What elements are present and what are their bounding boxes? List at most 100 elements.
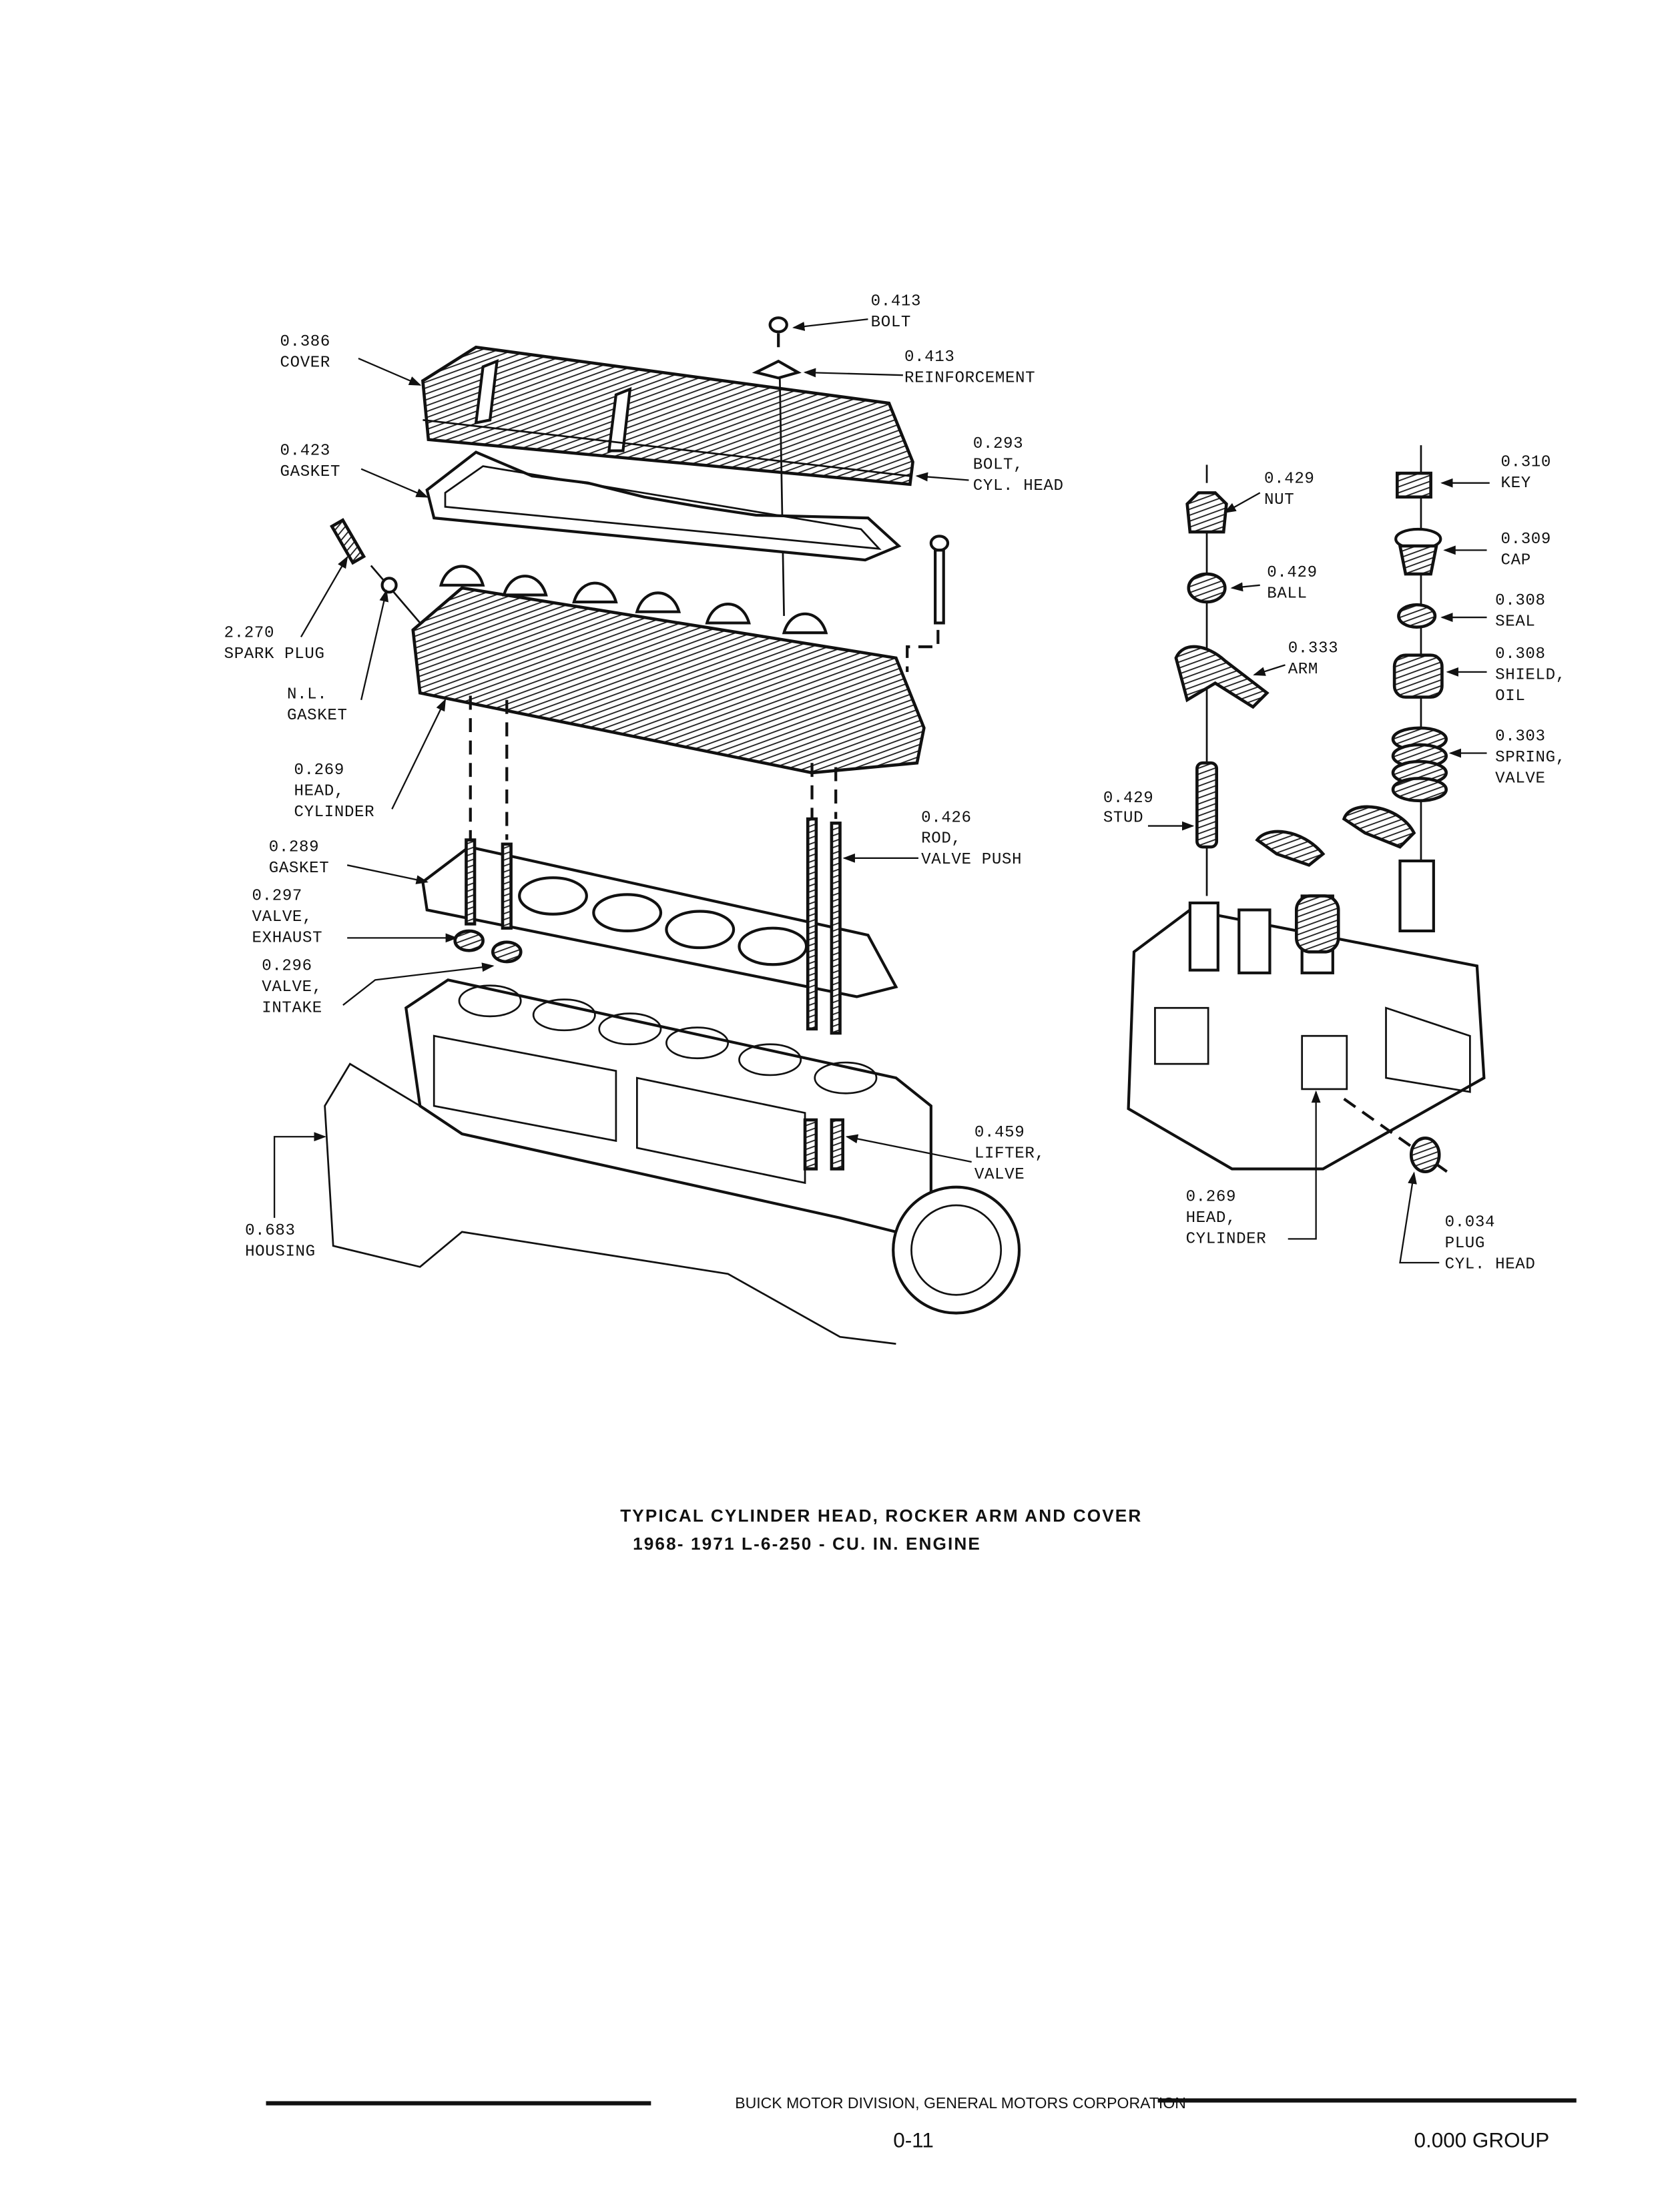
svg-text:VALVE,: VALVE, (252, 908, 313, 926)
page-number: 0-11 (893, 2129, 934, 2152)
bolt-top (752, 316, 802, 616)
svg-text:HEAD,: HEAD, (294, 782, 344, 800)
part-label-stud: 0.429 STUD (1103, 790, 1154, 827)
part-label-bolt-cyl-head: 0.293 BOLT, CYL. HEAD (973, 435, 1064, 495)
leader-lines (273, 318, 1490, 1264)
svg-text:0.296: 0.296 (262, 958, 312, 976)
svg-text:CYLINDER: CYLINDER (294, 804, 374, 822)
part-label-plug-cyl-head: 0.034 PLUG CYL. HEAD (1445, 1213, 1535, 1273)
svg-text:SEAL: SEAL (1495, 613, 1535, 631)
part-label-lifter-valve: 0.459 LIFTER, VALVE (974, 1124, 1045, 1184)
svg-text:0.413: 0.413 (904, 348, 955, 366)
part-label-head-cylinder-right: 0.269 HEAD, CYLINDER (1186, 1189, 1267, 1249)
svg-text:0.293: 0.293 (973, 435, 1024, 453)
valve-spring (1391, 726, 1448, 803)
svg-text:PLUG: PLUG (1445, 1235, 1485, 1253)
cylinder-head (411, 565, 926, 775)
svg-text:0.308: 0.308 (1495, 645, 1546, 663)
svg-text:BALL: BALL (1267, 585, 1307, 603)
rocker-nut (1185, 491, 1228, 534)
rocker-ball (1187, 572, 1227, 604)
part-label-valve-exhaust: 0.297 VALVE, EXHAUST (252, 888, 323, 948)
svg-text:0.310: 0.310 (1501, 454, 1552, 472)
cover-gasket (425, 450, 902, 562)
svg-text:CAP: CAP (1501, 551, 1531, 569)
part-label-arm: 0.333 ARM (1288, 639, 1338, 679)
svg-text:NUT: NUT (1264, 491, 1294, 509)
svg-text:HEAD,: HEAD, (1186, 1209, 1237, 1227)
svg-text:0.269: 0.269 (1186, 1189, 1237, 1207)
figure-caption-title: TYPICAL CYLINDER HEAD, ROCKER ARM AND CO… (620, 1506, 1142, 1526)
svg-text:SPRING,: SPRING, (1495, 749, 1566, 767)
figure-caption-subtitle: 1968- 1971 L-6-250 - CU. IN. ENGINE (633, 1534, 981, 1554)
svg-text:BOLT: BOLT (871, 314, 911, 332)
svg-text:0.413: 0.413 (871, 292, 922, 310)
svg-text:0.308: 0.308 (1495, 592, 1546, 610)
svg-text:CYLINDER: CYLINDER (1186, 1231, 1267, 1249)
push-rods (465, 817, 842, 1035)
part-label-cover-gasket: 0.423 GASKET (280, 442, 341, 481)
svg-text:VALVE,: VALVE, (262, 978, 322, 996)
part-label-nl-gasket: N.L. GASKET (287, 686, 348, 725)
svg-text:OIL: OIL (1495, 687, 1525, 705)
part-label-head-gasket: 0.289 GASKET (269, 838, 329, 877)
svg-text:CYL. HEAD: CYL. HEAD (973, 477, 1064, 495)
svg-text:EXHAUST: EXHAUST (252, 930, 323, 948)
svg-text:0.426: 0.426 (921, 809, 972, 827)
part-label-reinforcement: 0.413 REINFORCEMENT (904, 348, 1035, 387)
svg-text:0.429: 0.429 (1103, 790, 1154, 808)
footer-publisher: BUICK MOTOR DIVISION, GENERAL MOTORS COR… (735, 2094, 1186, 2112)
valves (453, 929, 523, 964)
engine-block (324, 978, 1021, 1345)
part-label-head-cylinder-left: 0.269 HEAD, CYLINDER (294, 761, 374, 822)
rocker-stud (1195, 761, 1219, 849)
part-label-rod-valve-push: 0.426 ROD, VALVE PUSH (921, 809, 1022, 869)
svg-text:N.L.: N.L. (287, 686, 327, 704)
svg-text:0.429: 0.429 (1264, 471, 1315, 489)
part-label-cap: 0.309 CAP (1501, 531, 1551, 569)
rocker-cover (421, 345, 914, 487)
svg-text:0.423: 0.423 (280, 442, 330, 460)
svg-text:2.270: 2.270 (224, 624, 275, 642)
part-label-cover: 0.386 COVER (280, 333, 330, 372)
bolt-cyl-head (906, 535, 950, 672)
svg-text:0.459: 0.459 (974, 1124, 1025, 1142)
cylinder-head-plug (1409, 1137, 1441, 1173)
svg-text:SPARK PLUG: SPARK PLUG (224, 645, 325, 663)
part-label-spring-valve: 0.303 SPRING, VALVE (1495, 728, 1566, 788)
section-group: 0.000 GROUP (1414, 2129, 1549, 2152)
svg-text:0.429: 0.429 (1267, 564, 1318, 582)
svg-text:0.269: 0.269 (294, 761, 344, 779)
svg-text:VALVE PUSH: VALVE PUSH (921, 851, 1022, 869)
svg-text:GASKET: GASKET (287, 707, 348, 725)
valve-cap (1394, 527, 1442, 576)
svg-text:VALVE: VALVE (974, 1166, 1025, 1184)
svg-text:COVER: COVER (280, 354, 330, 372)
oil-shield (1392, 653, 1444, 699)
svg-text:0.297: 0.297 (252, 888, 303, 906)
svg-text:HOUSING: HOUSING (245, 1243, 316, 1261)
svg-text:ROD,: ROD, (921, 830, 961, 848)
svg-text:KEY: KEY (1501, 475, 1531, 493)
svg-text:ARM: ARM (1288, 661, 1318, 679)
part-label-seal: 0.308 SEAL (1495, 592, 1546, 631)
svg-text:SHIELD,: SHIELD, (1495, 666, 1566, 684)
footer-rule-left (266, 2101, 651, 2106)
svg-text:LIFTER,: LIFTER, (974, 1145, 1045, 1163)
part-label-valve-intake: 0.296 VALVE, INTAKE (262, 958, 322, 1018)
svg-text:0.386: 0.386 (280, 333, 330, 351)
svg-text:0.289: 0.289 (269, 838, 319, 856)
spark-plug (330, 518, 463, 673)
svg-text:0.303: 0.303 (1495, 728, 1546, 746)
valve-key (1395, 471, 1432, 499)
part-label-nut: 0.429 NUT (1264, 471, 1315, 509)
svg-text:0.683: 0.683 (245, 1222, 296, 1240)
svg-text:STUD: STUD (1103, 809, 1143, 827)
svg-text:BOLT,: BOLT, (973, 456, 1024, 475)
part-label-ball: 0.429 BALL (1267, 564, 1318, 603)
part-label-housing: 0.683 HOUSING (245, 1222, 316, 1261)
part-label-shield-oil: 0.308 SHIELD, OIL (1495, 645, 1566, 705)
svg-text:GASKET: GASKET (280, 463, 341, 481)
